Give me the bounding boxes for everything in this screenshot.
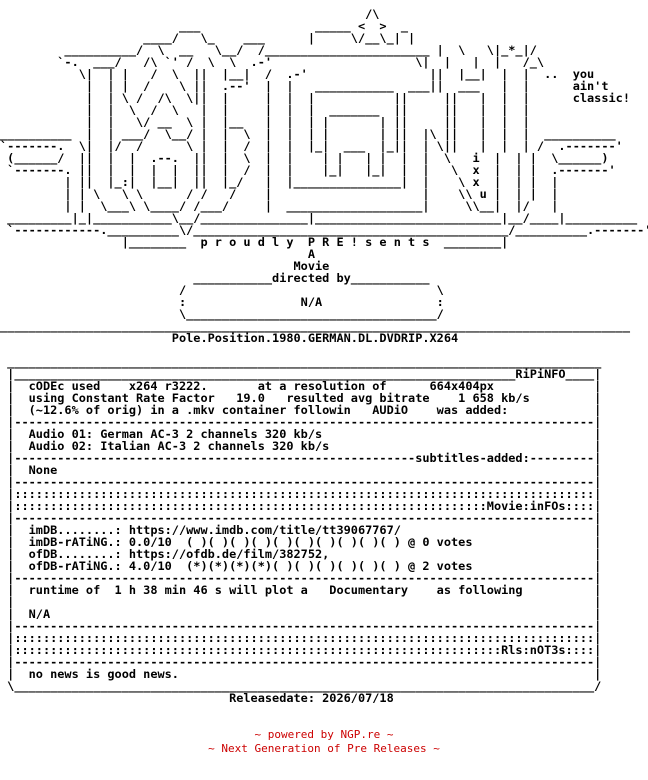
powered-by-text: ~ powered by NGP.re ~ <box>254 728 394 741</box>
logo-art: \| | | / \ || |__| / .-' || |__| | | .. … <box>78 67 595 81</box>
nfo-separator: |---------------------------------------… <box>7 475 602 489</box>
box-bottom: \_______________________________________… <box>7 679 602 693</box>
nfo-separator: |---------------------------------------… <box>7 655 602 669</box>
box-top: ________________________________________… <box>7 355 602 369</box>
release-note: | no news is good news. | <box>7 667 602 681</box>
logo-art: ___ _____ < > _ <box>178 19 409 33</box>
director-name: : N/A : <box>178 295 444 309</box>
logo-art: | | \___\ \____/ /___/ | _______________… <box>64 199 559 213</box>
logo-art: (______/ || | | .--. || | \ | | | | | | … <box>7 151 609 165</box>
logo-art: __________/ \ __ \__/ /_________________… <box>64 43 537 57</box>
proudly-presents: |________ p r o u d l y P R E ! s e n t … <box>121 235 509 249</box>
nfo-separator: |---------------------------------------… <box>7 619 602 633</box>
imdb-line: | imDB........: https://www.imdb.com/tit… <box>7 523 602 537</box>
release-date: Releasedate: 2026/07/18 <box>229 691 394 705</box>
logo-art: | | \ / /\ \|| | | | | || || | | | class… <box>85 91 630 105</box>
crf-line: | using Constant Rate Factor 19.0 result… <box>7 391 602 405</box>
directed-by: ___________directed by___________ <box>193 271 430 285</box>
imdb-rating-line: | imDB-rATiNG.: 0.0/10 ( )( )( )( )( )( … <box>7 535 602 549</box>
presents-a: A <box>307 247 315 261</box>
nfo-separator: |---------------------------------------… <box>7 571 602 585</box>
divider: ________________________________________… <box>0 319 630 333</box>
director-box: \___________________________________/ <box>178 307 444 321</box>
subtitles-value: | None | <box>7 463 602 477</box>
nfo-separator: |:::::::::::::::::::::::::::::::::::::::… <box>7 487 602 501</box>
ofdb-line: | ofDB........: https://ofdb.de/film/382… <box>7 547 602 561</box>
footer: ~ powered by NGP.re ~ ~ Next Generation … <box>0 728 648 756</box>
spacer: | | <box>7 595 602 609</box>
logo-art: __________ | | ___/ \__/ | | \ | | | | |… <box>0 127 616 141</box>
ofdb-rating-line: | ofDB-rATiNG.: 4.0/10 (*)(*)(*)(*)( )( … <box>7 559 602 573</box>
nfo-separator: |:::::::::::::::::::::::::::::::::::::::… <box>7 631 602 645</box>
audio-track: | Audio 02: Italian AC-3 2 channels 320 … <box>7 439 602 453</box>
release-name: Pole.Position.1980.GERMAN.DL.DVDRIP.X264 <box>171 331 459 345</box>
logo-art: `-------. || | | | | || | / | | |_| |_| … <box>7 163 616 177</box>
section-header: |:::::::::::::::::::::::::::::::::::::::… <box>7 499 602 513</box>
logo-art: /\ <box>365 7 380 21</box>
section-header: |_______________________________________… <box>7 367 602 381</box>
plot-value: | N/A | <box>7 607 602 621</box>
logo-art: `------------.__________\/______________… <box>7 223 648 237</box>
logo-art: | | | / \ || .--' | | ___________ ___|| … <box>85 79 609 93</box>
logo-art: | | \ / \ | | | | | _______ || || | | | <box>85 103 530 117</box>
audio-track: | Audio 01: German AC-3 2 channels 320 k… <box>7 427 602 441</box>
codec-line: | cODEc used x264 r3222. at a resolution… <box>7 379 602 393</box>
logo-art: _________|_|___________\__/_____________… <box>7 211 638 225</box>
logo-art: | | \/ __ \ | |__ | | | | | || || | | | <box>85 115 530 129</box>
section-header: |:::::::::::::::::::::::::::::::::::::::… <box>7 643 602 657</box>
logo-art: `-. ___/ /\ `' / \ \ .-' \| | | | /_\ <box>57 55 545 69</box>
movie-label: Movie <box>293 259 330 273</box>
logo-art: | || |_:| |__| || |_/ | |_______________… <box>64 175 559 189</box>
nfo-separator: |---------------------------------------… <box>7 511 602 525</box>
section-header: |---------------------------------------… <box>7 451 602 465</box>
logo-art: ____/ \_ ___ | \/__\_| | <box>143 31 416 45</box>
runtime-line: | runtime of 1 h 38 min 46 s will plot a… <box>7 583 602 597</box>
nfo-separator: |---------------------------------------… <box>7 415 602 429</box>
logo-art: `-------. \| |/ / \ | | / | | |_| ___ |_… <box>0 139 623 153</box>
tagline-text: ~ Next Generation of Pre Releases ~ <box>208 742 440 755</box>
logo-art: | | \ \ \ / / / | | \\ u | | | | <box>64 187 559 201</box>
container-line: | (~12.6% of orig) in a .mkv container f… <box>7 403 602 417</box>
nfo-ascii-art: /\ ___ _____ < > _ ____/ \_ ___ | \/__\_… <box>0 8 648 704</box>
director-box: / \ <box>178 283 444 297</box>
